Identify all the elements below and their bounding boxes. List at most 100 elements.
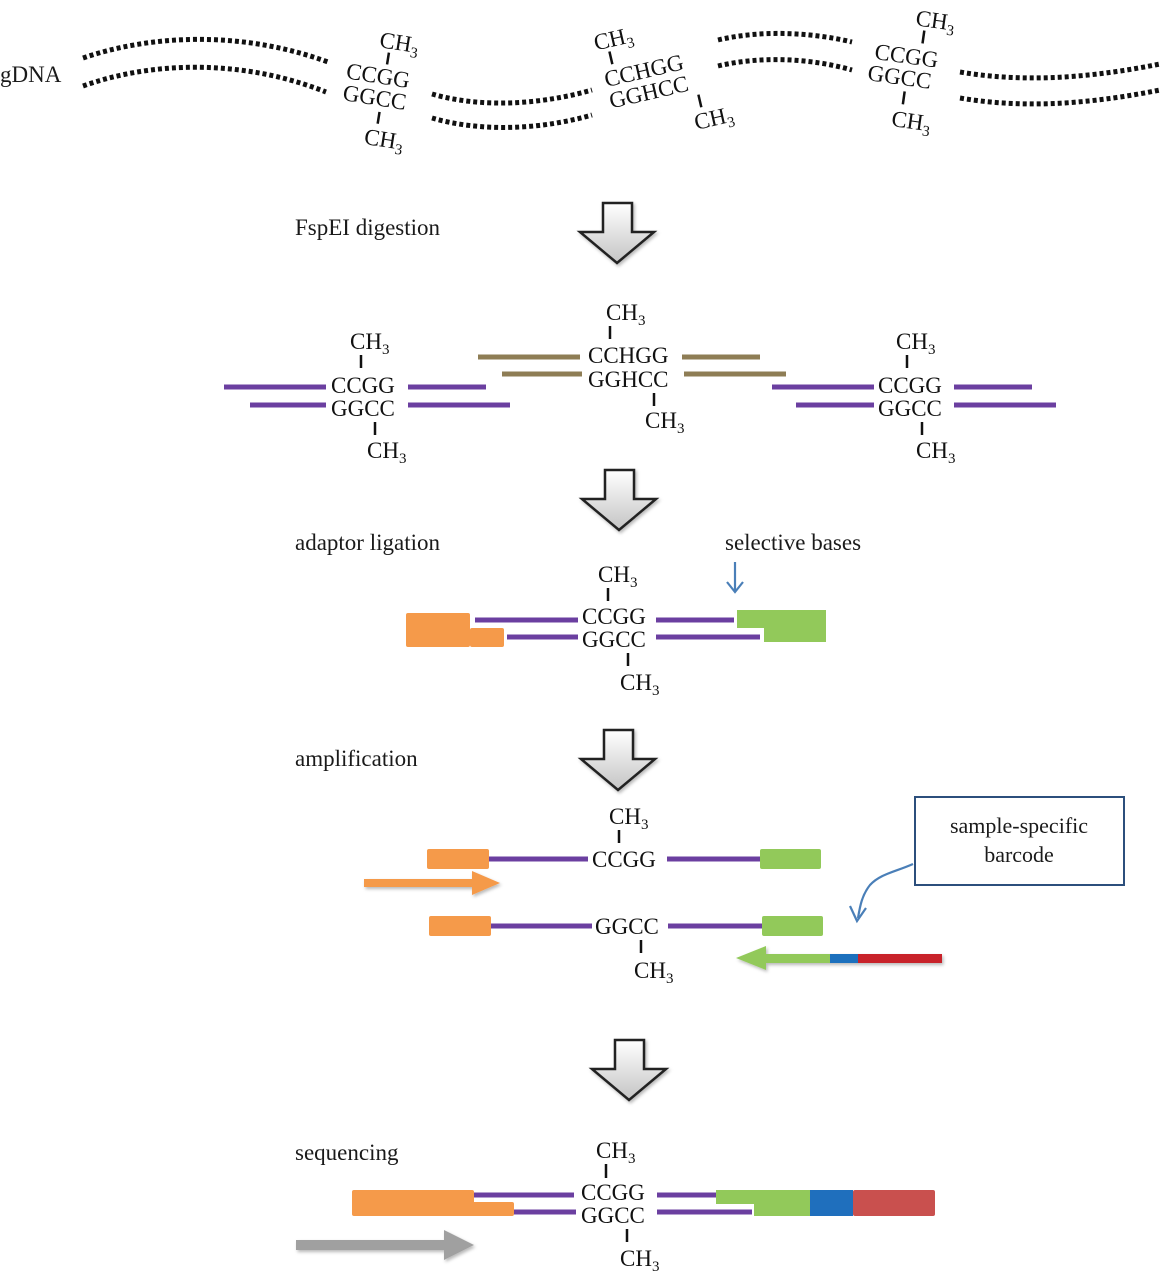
barcode-callout-box — [914, 796, 1125, 886]
methyl-label: CH — [645, 408, 677, 433]
adaptor-green — [760, 849, 821, 869]
methyl-label: CH — [367, 438, 399, 463]
barcode-blue-segment — [830, 954, 858, 963]
methyl-label: CH — [914, 5, 949, 34]
barcode-red-segment — [858, 954, 942, 963]
methyl-label: CH — [634, 958, 666, 983]
adaptor-orange-top — [406, 613, 470, 647]
svg-text:CH3: CH3 — [620, 670, 659, 699]
selective-bases-pointer — [726, 562, 744, 594]
ccgg-motif: CCGG — [331, 373, 395, 398]
methyl-label: CH — [620, 670, 652, 695]
methyl-label: CH — [598, 562, 630, 587]
methyl-label: CH — [890, 106, 925, 135]
gdna-site-cchgg: CH3 CCHGG GGHCC CH3 — [591, 22, 737, 139]
adaptor-green — [716, 1190, 810, 1216]
svg-text:CH3: CH3 — [596, 1138, 635, 1167]
step-arrow-1 — [576, 201, 658, 265]
gdna-top-strand-2 — [431, 87, 593, 106]
adaptor-orange — [427, 849, 489, 869]
barcode-label-line1: sample-specific — [950, 813, 1088, 838]
gdna-site-ccgg-1: CH3 CCGG GGCC CH3 — [341, 27, 421, 159]
index-red-segment — [853, 1190, 935, 1216]
methyl-label: CH — [896, 329, 928, 354]
ggcc-motif: GGCC — [878, 396, 942, 421]
methyl-label: CH — [596, 1138, 628, 1163]
ggcc-motif: GGCC — [582, 627, 646, 652]
methyl-label: CH — [591, 24, 628, 56]
amplification-bottom-strand: GGCC CH3 — [429, 914, 823, 987]
barcode-callout: sample-specific barcode — [849, 796, 1125, 924]
svg-text:CH3: CH3 — [591, 22, 636, 59]
gdna-top-strand-1 — [82, 36, 329, 65]
gghcc-motif: GGHCC — [588, 367, 669, 392]
index-blue-segment — [810, 1190, 853, 1216]
cchgg-motif: CCHGG — [588, 343, 669, 368]
step-label-digestion: FspEI digestion — [295, 215, 441, 240]
gdna-bottom-strand-2 — [431, 112, 593, 130]
svg-text:CH3: CH3 — [692, 102, 737, 139]
svg-text:CH3: CH3 — [606, 300, 645, 329]
barcode-callout-arrowhead — [849, 905, 867, 924]
ccgg-motif: CCGG — [582, 604, 646, 629]
ggcc-motif: GGCC — [331, 396, 395, 421]
methyl-label: CH — [378, 27, 413, 57]
selective-bases-label: selective bases — [725, 530, 861, 555]
gdna-bottom-strand-4 — [959, 87, 1161, 107]
svg-text:CH3: CH3 — [896, 329, 935, 358]
gdna-site-ccgg-2: CH3 CCGG GGCC CH3 — [866, 5, 957, 140]
adaptor-orange-bottom — [470, 628, 504, 647]
gdna-top-strand-4 — [959, 61, 1161, 81]
barcoded-reverse-primer-arrow — [736, 946, 942, 970]
ligated-fragment: CH3 CCGG GGCC CH3 — [406, 562, 826, 699]
step-arrow-3 — [577, 728, 659, 792]
ggcc-motif: GGCC — [581, 1203, 645, 1228]
svg-text:CH3: CH3 — [645, 408, 684, 437]
digested-fragments: CH3 CCGG GGCC CH3 CH3 CCHGG GGHCC CH3 CH… — [224, 300, 1056, 467]
step-label-amplification: amplification — [295, 746, 418, 771]
adaptor-orange — [429, 916, 491, 936]
svg-text:CH3: CH3 — [609, 804, 648, 833]
ccgg-motif: CCGG — [581, 1180, 645, 1205]
adaptor-orange-top — [352, 1190, 474, 1216]
methyl-label: CH — [609, 804, 641, 829]
amplification-top-strand: CH3 CCGG — [427, 804, 821, 872]
svg-text:CH3: CH3 — [634, 958, 673, 987]
ccgg-motif: CCGG — [878, 373, 942, 398]
methyl-label: CH — [916, 438, 948, 463]
adaptor-green — [762, 916, 823, 936]
svg-text:CH3: CH3 — [367, 438, 406, 467]
svg-text:CH3: CH3 — [914, 5, 957, 39]
methyl-label: CH — [692, 103, 729, 135]
forward-primer-arrow — [364, 871, 500, 895]
gdna-top-strand-3 — [717, 30, 853, 45]
svg-text:CH3: CH3 — [377, 27, 421, 62]
barcode-label-line2: barcode — [984, 842, 1054, 867]
svg-text:CH3: CH3 — [889, 106, 932, 140]
methyl-label: CH — [350, 329, 382, 354]
svg-text:CH3: CH3 — [362, 124, 406, 159]
svg-text:CH3: CH3 — [916, 438, 955, 467]
methyl-label: CH — [363, 124, 398, 154]
step-label-ligation: adaptor ligation — [295, 530, 440, 555]
svg-text:CH3: CH3 — [598, 562, 637, 591]
barcode-callout-pointer — [856, 862, 914, 919]
step-label-sequencing: sequencing — [295, 1140, 399, 1165]
adaptor-green — [737, 610, 826, 642]
sequencing-library-fragment: CH3 CCGG GGCC CH3 — [352, 1138, 935, 1275]
ccgg-motif: CCGG — [592, 847, 656, 872]
gdna-bottom-strand-1 — [82, 64, 327, 95]
sequencing-primer-arrow — [296, 1230, 474, 1260]
gdna-bottom-strand-3 — [717, 57, 853, 73]
gdna-strands — [82, 30, 1161, 130]
step-arrow-2 — [578, 468, 660, 532]
step-arrow-4 — [588, 1038, 670, 1102]
svg-text:CH3: CH3 — [620, 1246, 659, 1275]
gdna-label: gDNA — [0, 62, 62, 87]
methyl-label: CH — [620, 1246, 652, 1271]
adaptor-orange-bottom — [470, 1202, 514, 1216]
methyl-label: CH — [606, 300, 638, 325]
ggcc-motif: GGCC — [595, 914, 659, 939]
svg-text:CH3: CH3 — [350, 329, 389, 358]
